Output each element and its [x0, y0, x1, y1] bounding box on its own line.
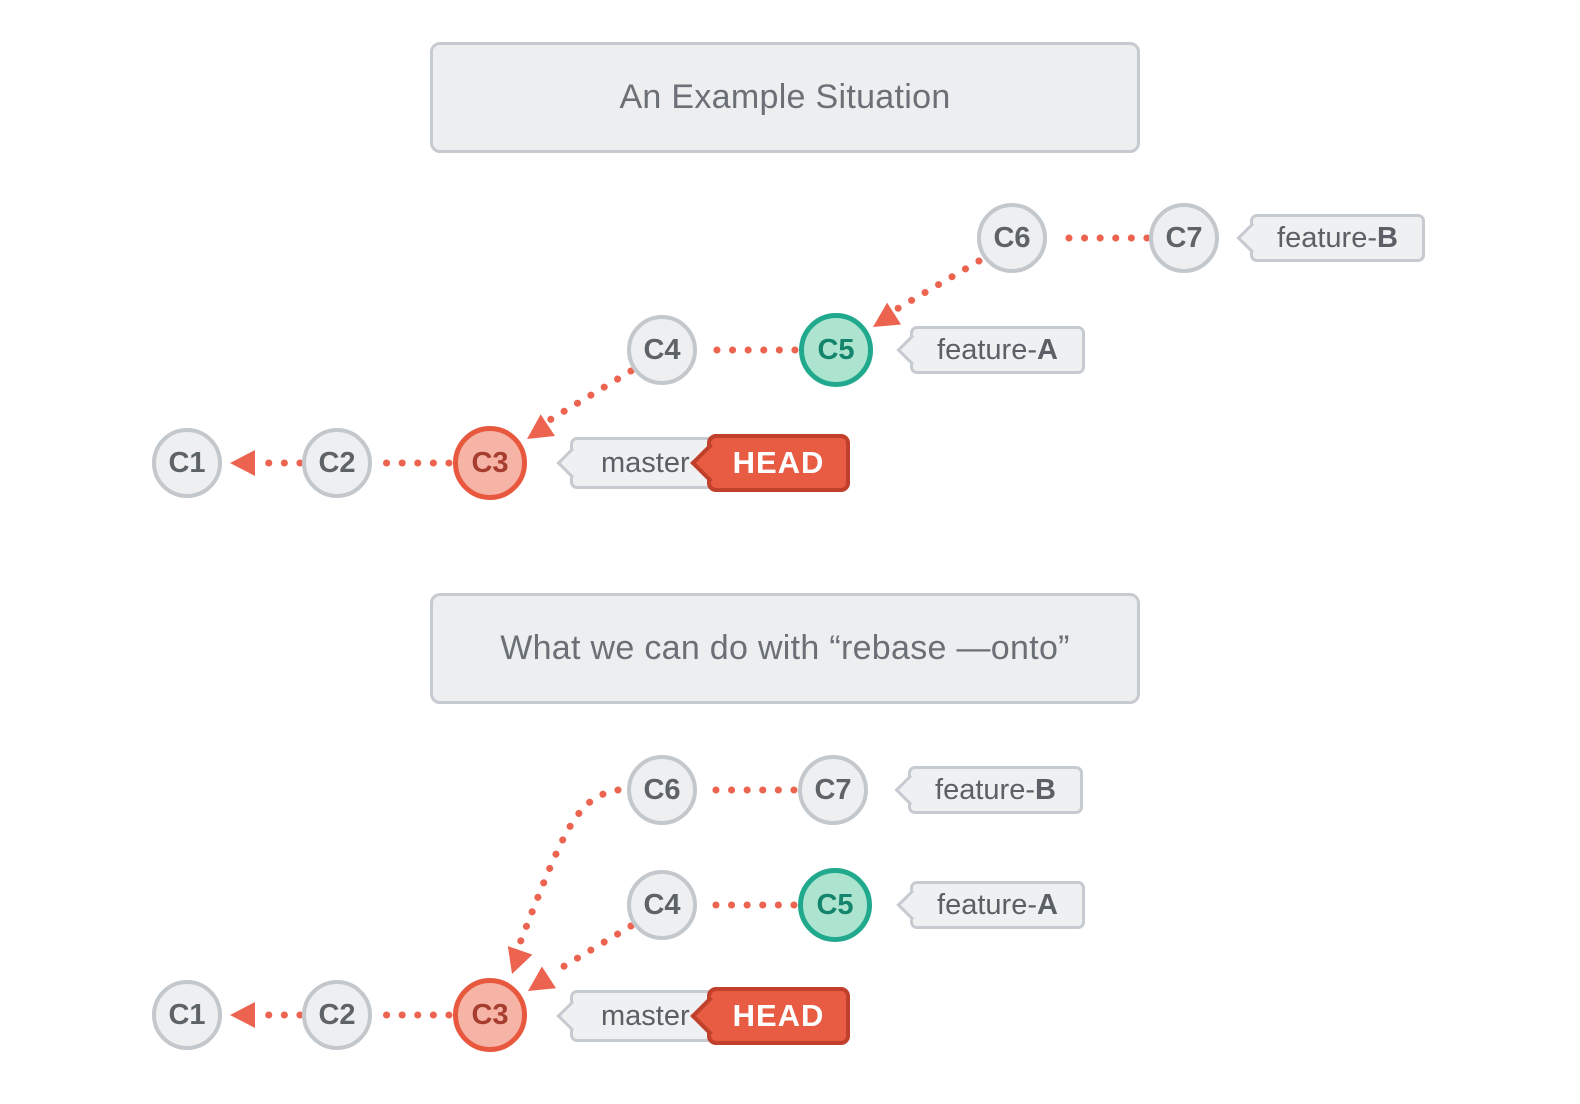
- commit-node-s1-c6: C6: [977, 203, 1047, 273]
- commit-node-s1-c1: C1: [152, 428, 222, 498]
- commit-label: C2: [318, 446, 356, 479]
- commit-label: C4: [643, 888, 681, 921]
- arrowhead-s2-c4-c3: [528, 966, 557, 991]
- commit-node-s2-c3: C3: [453, 978, 527, 1052]
- branch-name: master: [601, 446, 690, 479]
- head-badge-s2: HEAD: [690, 987, 850, 1045]
- commit-node-s2-c2: C2: [302, 980, 372, 1050]
- commit-label: C3: [471, 998, 509, 1031]
- branch-label-s2-feature-b: feature-B: [894, 766, 1083, 814]
- commit-label: C5: [817, 333, 855, 366]
- commit-label: C1: [168, 446, 206, 479]
- branch-name: feature-: [937, 333, 1037, 366]
- edge-s2-c4-c3: [547, 922, 635, 978]
- commit-label: C2: [318, 998, 356, 1031]
- commit-label: C1: [168, 998, 206, 1031]
- branch-name-bold: B: [1377, 221, 1398, 254]
- commit-label: C7: [1165, 221, 1203, 254]
- arrowhead-s2-c2-c1: [230, 1002, 255, 1028]
- commit-node-s2-c7: C7: [798, 755, 868, 825]
- commit-node-s2-c6: C6: [627, 755, 697, 825]
- section2-title-panel: What we can do with “rebase —onto”: [430, 593, 1140, 704]
- commit-node-s1-c4: C4: [627, 315, 697, 385]
- head-badge-s1: HEAD: [690, 434, 850, 492]
- branch-name: master: [601, 999, 690, 1032]
- branch-label-s1-feature-b: feature-B: [1236, 214, 1425, 262]
- arrowhead-s1-c4-c3: [527, 414, 556, 439]
- commit-label: C6: [643, 773, 681, 806]
- branch-name-bold: A: [1037, 888, 1058, 921]
- section2-title: What we can do with “rebase —onto”: [500, 629, 1070, 667]
- section1-title-panel: An Example Situation: [430, 42, 1140, 153]
- commit-node-s1-c3: C3: [453, 426, 527, 500]
- branch-name: feature-: [935, 773, 1035, 806]
- commit-label: C6: [993, 221, 1031, 254]
- edge-s1-c6-c5: [886, 257, 983, 317]
- commit-node-s2-c4: C4: [627, 870, 697, 940]
- branch-name-bold: A: [1037, 333, 1058, 366]
- head-label: HEAD: [732, 998, 825, 1033]
- arrowhead-s1-c6-c5: [873, 302, 902, 327]
- commit-node-s2-c1: C1: [152, 980, 222, 1050]
- branch-name: feature-: [1277, 221, 1377, 254]
- branch-label-s2-feature-a: feature-A: [896, 881, 1085, 929]
- arrowhead-s1-c2-c1: [230, 450, 255, 476]
- commit-label: C5: [816, 888, 854, 921]
- commit-node-s1-c2: C2: [302, 428, 372, 498]
- commit-label: C3: [471, 446, 509, 479]
- edge-s1-c4-c3: [544, 367, 635, 425]
- arrowhead-s2-c6-c3: [507, 946, 533, 974]
- commit-label: C4: [643, 333, 681, 366]
- commit-node-s2-c5: C5: [798, 868, 872, 942]
- branch-name-bold: B: [1035, 773, 1056, 806]
- commit-node-s1-c5: C5: [799, 313, 873, 387]
- commit-label: C7: [814, 773, 852, 806]
- commit-node-s1-c7: C7: [1149, 203, 1219, 273]
- branch-label-s1-feature-a: feature-A: [896, 326, 1085, 374]
- section1-title: An Example Situation: [619, 78, 951, 116]
- branch-name: feature-: [937, 888, 1037, 921]
- edge-s2-c6-c3: [514, 786, 622, 952]
- head-label: HEAD: [732, 445, 825, 480]
